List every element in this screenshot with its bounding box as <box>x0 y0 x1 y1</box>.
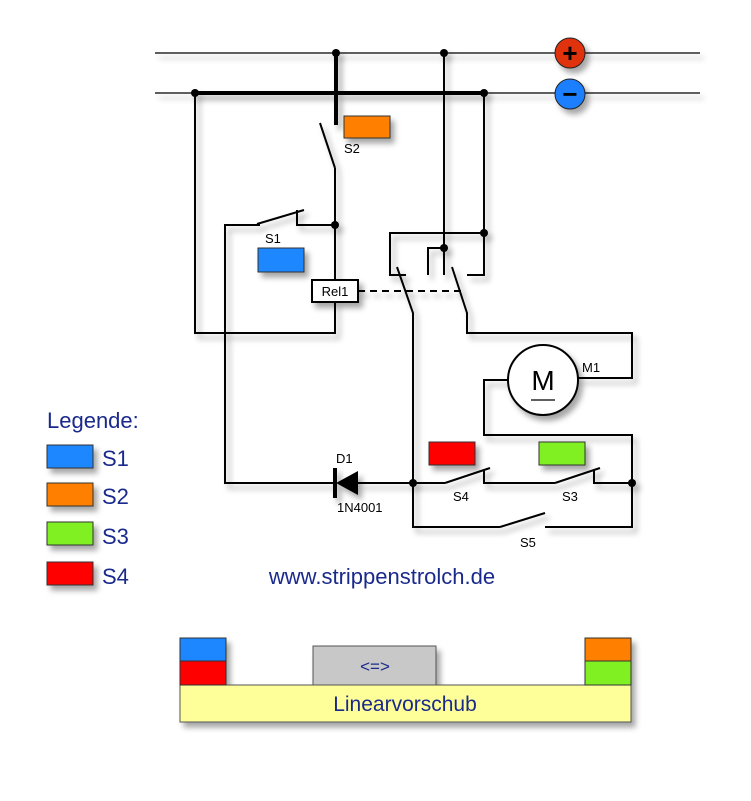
s3-label: S3 <box>562 489 578 504</box>
legend-swatch-s3 <box>46 521 94 546</box>
legend-swatch-s4 <box>46 561 94 586</box>
s4-marker <box>428 441 476 466</box>
motor-glyph: M <box>531 365 554 396</box>
s1-label: S1 <box>265 231 281 246</box>
s4-label: S4 <box>453 489 469 504</box>
plus-terminal-icon <box>554 37 586 69</box>
s5-switch <box>412 483 633 528</box>
motor-symbol <box>507 344 579 416</box>
actuator-carriage <box>312 645 437 686</box>
carriage-label: <=> <box>360 657 390 676</box>
minus-label: − <box>562 79 577 109</box>
s4-s3-switches <box>358 467 632 484</box>
s3-marker <box>538 441 586 466</box>
legend-swatch-s2 <box>46 482 94 507</box>
legend-swatch-s1 <box>46 444 94 469</box>
diode-label: D1 <box>336 451 353 466</box>
s1-switch <box>224 209 335 484</box>
minus-terminal-icon <box>554 78 586 110</box>
motor-label: M1 <box>582 360 600 375</box>
website-link[interactable]: www.strippenstrolch.de <box>268 564 495 589</box>
s2-label: S2 <box>344 141 360 156</box>
relay-box <box>311 279 359 303</box>
actuator-s2-marker <box>584 637 632 662</box>
s2-marker <box>343 115 391 139</box>
actuator-s3-marker <box>584 660 632 686</box>
s2-switch <box>194 93 336 334</box>
s1-marker <box>257 247 305 273</box>
junction-dots <box>191 49 636 487</box>
legend-label-s4: S4 <box>102 564 129 589</box>
actuator-s4-marker <box>179 660 227 686</box>
relay-label: Rel1 <box>322 284 349 299</box>
s5-label: S5 <box>520 535 536 550</box>
diode-symbol <box>336 471 358 495</box>
legend-label-s1: S1 <box>102 446 129 471</box>
actuator-rail <box>179 684 632 723</box>
legend-title: Legende: <box>47 408 139 433</box>
actuator-s1-marker <box>179 637 227 662</box>
legend-label-s3: S3 <box>102 524 129 549</box>
plus-label: + <box>562 38 577 68</box>
legend-label-s2: S2 <box>102 484 129 509</box>
relay-contacts <box>389 53 633 483</box>
actuator-label: Linearvorschub <box>333 693 477 716</box>
diode-type-label: 1N4001 <box>337 500 383 515</box>
